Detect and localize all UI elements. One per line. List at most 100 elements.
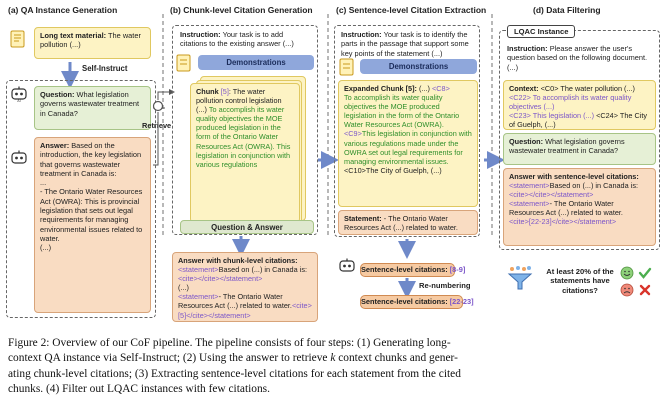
question-box-d: Question: What legislation governs waste… (503, 133, 656, 165)
instruction-value-b: Your task is to add citations to the exi… (180, 30, 294, 49)
c9-text: This legislation in conjunction with var… (344, 129, 472, 166)
c10-text: <C10>The City of Guelph, (...) (344, 165, 442, 175)
qa-instance-panel (6, 80, 156, 318)
sentence-citations-label-2: Sentence-level citations: (361, 297, 448, 306)
c0-text: <C0> The water pollution (...) (538, 84, 635, 93)
filter-funnel-icon (507, 265, 533, 291)
sentence-citations-value-1: [8-9] (447, 265, 466, 274)
question-value-d: What legislation governs wastewater trea… (509, 137, 625, 156)
answer-end: (...) (40, 243, 52, 253)
question-label-a: Question: (40, 90, 75, 99)
stmt-open-tag-2: <statement> (178, 292, 219, 302)
document-icon (10, 30, 26, 48)
caption-k: k (330, 352, 336, 365)
answer-box-a: Answer: Based on the introduction, the k… (34, 137, 151, 313)
stmt2-d: - The Ontario Water Resources Act (...) … (509, 199, 623, 218)
sad-face-icon (620, 283, 634, 302)
caption-line-2: context QA instance via Self-Instruct; (… (8, 351, 660, 366)
happy-face-icon (620, 266, 634, 285)
dots-b: (...) (178, 283, 189, 293)
cross-icon (638, 283, 652, 302)
robot-icon (10, 150, 28, 171)
cite2223-d: <cite>[22-23]</cite> (509, 217, 574, 227)
instruction-box-d: Instruction: Please answer the user's qu… (503, 42, 656, 78)
figure-caption: Figure 2: Overview of our CoF pipeline. … (8, 336, 660, 397)
stmt1-d: Based on (...) in Canada is: (549, 181, 638, 191)
stmt2-b: - The Ontario Water Resources Act (...) … (178, 292, 292, 311)
demonstrations-bar-b: Demonstrations (198, 55, 314, 70)
instruction-box-c: Instruction: Your task is to identify th… (337, 28, 477, 58)
robot-icon: AI (10, 86, 28, 107)
column-title-b: (b) Chunk-level Citation Generation (170, 5, 313, 15)
statement-value-c: - The Ontario Water Resources Act (...) … (344, 214, 458, 233)
cite-empty-d: <cite></cite> (509, 190, 551, 200)
stmt-close-tag-2: </statement> (208, 310, 251, 320)
demonstrations-doc-icon (339, 58, 355, 76)
chunk-answer-box: Answer with chunk-level citations: <stat… (172, 252, 318, 322)
stmt1-b: Based on (...) in Canada is: (218, 265, 307, 275)
expanded-chunk-box: Expanded Chunk [5]: (...) <C8> To accomp… (338, 80, 478, 207)
caption-line-2a: context QA instance via Self-Instruct; (… (8, 352, 331, 365)
robot-icon (338, 258, 356, 279)
sentence-extraction-panel (334, 25, 480, 237)
self-instruct-label: Self-Instruct (82, 64, 128, 73)
expanded-chunk-lead: (...) (416, 84, 432, 93)
question-box-a: Question: What legislation governs waste… (34, 86, 151, 130)
lqac-instance-tag: LQAC Instance (507, 25, 576, 38)
demonstrations-doc-icon (176, 54, 192, 72)
c22-text: <C22> To accomplish its water quality ob… (509, 93, 632, 112)
check-icon (638, 266, 652, 285)
question-value-a: What legislation governs wastewater trea… (40, 90, 139, 118)
instruction-box-b: Instruction: Your task is to add citatio… (176, 28, 314, 52)
caption-line-2b: context chunks and gener- (335, 352, 458, 365)
answer-item: - The Ontario Water Resources Act (OWRA)… (40, 187, 143, 243)
instruction-label-d: Instruction: (507, 44, 548, 53)
expanded-chunk-label: Expanded Chunk [5]: (344, 84, 417, 93)
stmt-close-tag: </statement> (219, 274, 263, 284)
caption-line-3: ating chunk-level citations; (3) Extract… (8, 367, 461, 380)
sentence-answer-box: Answer with sentence-level citations: <s… (503, 168, 656, 246)
context-label-d: Context: (509, 84, 539, 93)
caption-line-1: Figure 2: Overview of our CoF pipeline. … (8, 337, 451, 349)
long-text-box: Long text material: The water pollution … (34, 27, 151, 59)
answer-label-a: Answer: (40, 141, 70, 150)
statement-label-c: Statement: (344, 214, 382, 223)
column-title-a: (a) QA Instance Generation (8, 5, 118, 15)
sentence-answer-label: Answer with sentence-level citations: (509, 172, 639, 181)
instruction-label-c: Instruction: (341, 30, 382, 39)
lqac-instance-panel (499, 30, 660, 250)
long-text-label: Long text material: (40, 31, 107, 40)
question-answer-bar: Question & Answer (180, 220, 314, 234)
cite-empty-b: <cite></cite> (178, 274, 220, 284)
sentence-citations-pill-2: Sentence-level citations: [22-23] (360, 295, 474, 309)
retrieve-label: Retrieve (142, 121, 172, 130)
demonstrations-bar-c: Demonstrations (360, 59, 477, 74)
chunk-lead-b: : The water pollution control legislatio… (196, 87, 282, 115)
chunk-green-text-b: To accomplish its water quality objectiv… (196, 105, 291, 169)
stmt-open-d2: <statement> (509, 199, 550, 209)
svg-text:AI: AI (17, 99, 20, 102)
stmt-open-d1: <statement> (509, 181, 550, 191)
column-title-c: (c) Sentence-level Citation Extraction (336, 5, 487, 15)
retrieve-search-icon (152, 99, 164, 112)
chunk-answer-label: Answer with chunk-level citations: (178, 256, 298, 265)
caption-line-4: chunks. (4) Filter out LQAC instances wi… (8, 382, 270, 395)
instruction-label-b: Instruction: (180, 30, 221, 39)
stmt-open-tag: <statement> (178, 265, 219, 275)
sentence-citations-value-2: [22-23] (447, 297, 474, 306)
statement-box-c: Statement: - The Ontario Water Resources… (338, 210, 478, 235)
c8-tag: <C8> (431, 84, 450, 93)
instruction-value-d: Please answer the user's question based … (507, 44, 648, 72)
context-box-d: Context: <C0> The water pollution (...) … (503, 80, 656, 130)
sentence-citations-pill-1: Sentence-level citations: [8-9] (360, 263, 465, 277)
chunk-label-b: Chunk (196, 87, 219, 96)
filter-question: At least 20% of the statements have cita… (546, 267, 614, 295)
c24-text: <C24> The City of Guelph, (...) (509, 111, 648, 130)
answer-value-a: Based on the introduction, the key legis… (40, 141, 142, 178)
question-label-d: Question: (509, 137, 544, 146)
stmt-close-d2: </statement> (573, 217, 617, 227)
chunk-citation-panel (172, 25, 318, 235)
stmt-close-d1: </statement> (550, 190, 594, 200)
c9-tag: <C9> (344, 129, 362, 139)
c8-text: To accomplish its water quality objectiv… (344, 93, 460, 130)
